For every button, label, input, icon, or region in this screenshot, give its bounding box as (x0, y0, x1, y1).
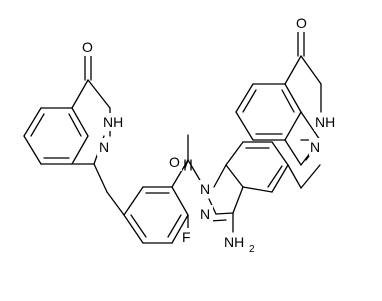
atom-label-o-right: O (296, 15, 307, 31)
right-phthalazinone (235, 29, 322, 166)
bond (284, 111, 302, 141)
atom-labels: O NH N O N N F NH 2 O NH N (80, 14, 340, 255)
bond (271, 164, 289, 193)
atom-label-o-carbonyl: O (169, 154, 180, 170)
bond (171, 186, 189, 216)
bond (235, 111, 254, 141)
bond (300, 164, 321, 189)
atom-label-nh2: NH (224, 234, 244, 250)
bond (71, 107, 89, 137)
bond (167, 214, 182, 238)
bond (93, 163, 108, 193)
bond (284, 139, 302, 166)
bond (242, 186, 273, 193)
bond (71, 135, 89, 165)
bond (123, 214, 144, 244)
atom-label-nh-left: NH (103, 114, 123, 130)
bond (123, 186, 144, 216)
bond (30, 113, 45, 137)
bond (225, 141, 244, 166)
atom-label-f: F (182, 229, 191, 245)
bond (213, 164, 227, 188)
bond (284, 55, 302, 85)
left-phthalazinone (23, 54, 125, 216)
bond (267, 165, 283, 188)
bond (281, 89, 295, 113)
bond (23, 135, 42, 165)
bond (106, 191, 125, 216)
atom-label-nh2-subscript: 2 (249, 244, 255, 255)
bond (23, 107, 42, 137)
amino-indazole (187, 141, 321, 233)
bond (71, 79, 89, 109)
bond (87, 79, 111, 109)
bond (300, 111, 321, 141)
atom-label-n2-indazole: N (200, 206, 210, 222)
bond (284, 83, 302, 113)
bond (130, 214, 147, 238)
atom-label-nh-right: NH (315, 114, 335, 130)
bond (225, 164, 244, 188)
atom-label-n1-indazole: N (200, 181, 210, 197)
bond (184, 159, 189, 169)
atom-label-n-left: N (99, 139, 109, 155)
bond (271, 141, 289, 166)
bond (242, 89, 257, 113)
bond (68, 113, 82, 137)
bond (300, 55, 322, 85)
bond (215, 212, 234, 215)
atom-label-o-left: O (82, 39, 93, 55)
bond (232, 186, 244, 214)
bond (235, 83, 254, 113)
fluorophenyl-ring (123, 134, 192, 244)
atom-label-n-right: N (310, 139, 320, 155)
bond (171, 214, 189, 244)
bond (287, 164, 302, 189)
